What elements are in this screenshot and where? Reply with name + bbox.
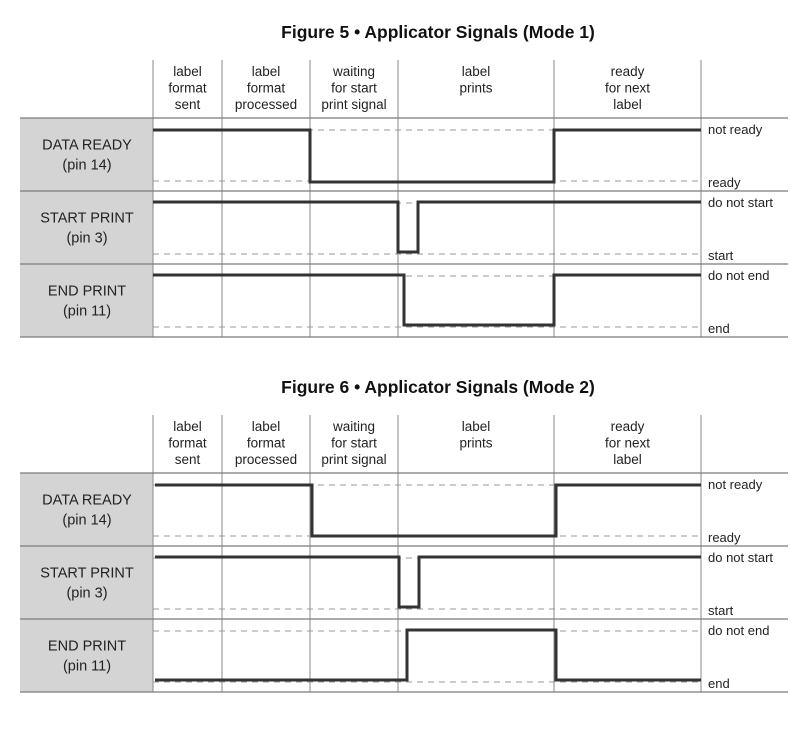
- phase-label-line: format: [168, 81, 207, 96]
- phase-label-line: waiting: [332, 419, 375, 434]
- signal-name-line: START PRINT: [40, 566, 134, 582]
- high-state-label: not ready: [708, 122, 763, 137]
- signal-name-band: [20, 118, 153, 191]
- phase-label-line: sent: [175, 452, 201, 467]
- phase-label-line: sent: [175, 97, 201, 112]
- figure-5: Figure 5 • Applicator Signals (Mode 1) la…: [20, 22, 788, 338]
- phase-label-line: prints: [459, 436, 492, 451]
- signal-name-line: (pin 11): [63, 304, 111, 320]
- signal-name-band: [20, 473, 153, 546]
- signal-name: DATA READY (pin 14): [42, 493, 132, 529]
- high-state-label: do not start: [708, 550, 773, 565]
- signal-row: DATA READY (pin 14) not ready ready: [20, 473, 763, 546]
- signal-row: START PRINT (pin 3) do not start start: [20, 546, 773, 619]
- signal-name: START PRINT (pin 3): [40, 566, 134, 602]
- signal-name: DATA READY (pin 14): [42, 138, 132, 174]
- signal-name-line: (pin 3): [66, 586, 107, 602]
- phase-label-line: for next: [605, 81, 650, 96]
- signal-name: START PRINT (pin 3): [40, 211, 134, 247]
- phase-label: label prints: [459, 64, 492, 96]
- high-state-label: not ready: [708, 477, 763, 492]
- phase-label-line: for next: [605, 436, 650, 451]
- signal-name-band: [20, 264, 153, 337]
- signal-name-line: DATA READY: [42, 138, 132, 154]
- signal-name-line: DATA READY: [42, 493, 132, 509]
- phase-label-line: format: [247, 81, 286, 96]
- low-state-label: end: [708, 321, 730, 336]
- phase-label-line: label: [462, 419, 491, 434]
- phase-label-line: print signal: [321, 97, 386, 112]
- signal-waveform: [155, 628, 701, 682]
- signal-name-line: END PRINT: [48, 284, 126, 300]
- high-state-label: do not start: [708, 195, 773, 210]
- high-state-label: do not end: [708, 268, 769, 283]
- signal-waveform: [155, 483, 701, 538]
- phase-label-line: label: [252, 64, 281, 79]
- signal-waveform: [153, 273, 701, 327]
- signal-name-line: END PRINT: [48, 639, 126, 655]
- signal-row: END PRINT (pin 11) do not end end: [20, 619, 769, 692]
- low-state-label: start: [708, 248, 734, 263]
- signal-name-line: (pin 3): [66, 231, 107, 247]
- signal-name-line: (pin 11): [63, 659, 111, 675]
- signal-name-line: (pin 14): [62, 158, 111, 174]
- signal-waveform: [153, 200, 701, 254]
- phase-label-line: prints: [459, 81, 492, 96]
- signal-name-band: [20, 619, 153, 692]
- phase-label-line: for start: [331, 436, 377, 451]
- phase-label-line: processed: [235, 97, 297, 112]
- signal-name-line: (pin 14): [62, 513, 111, 529]
- signal-waveform: [155, 555, 701, 609]
- signal-row: END PRINT (pin 11) do not end end: [20, 264, 769, 337]
- signal-waveform: [153, 128, 701, 184]
- phase-label-line: label: [173, 64, 202, 79]
- phase-label-line: format: [247, 436, 286, 451]
- phase-label-line: label: [173, 419, 202, 434]
- figure-title: Figure 5 • Applicator Signals (Mode 1): [281, 22, 595, 42]
- signal-name: END PRINT (pin 11): [48, 639, 126, 675]
- high-state-label: do not end: [708, 623, 769, 638]
- signal-name-band: [20, 191, 153, 264]
- phase-label-line: label: [462, 64, 491, 79]
- signal-name-band: [20, 546, 153, 619]
- phase-label-line: label: [613, 97, 642, 112]
- signal-name: END PRINT (pin 11): [48, 284, 126, 320]
- signal-row: START PRINT (pin 3) do not start start: [20, 191, 773, 264]
- low-state-label: ready: [708, 530, 741, 545]
- low-state-label: start: [708, 603, 734, 618]
- low-state-label: ready: [708, 175, 741, 190]
- figure-title: Figure 6 • Applicator Signals (Mode 2): [281, 377, 595, 397]
- phase-label-line: waiting: [332, 64, 375, 79]
- low-state-label: end: [708, 676, 730, 691]
- phase-label: label prints: [459, 419, 492, 451]
- phase-label-line: format: [168, 436, 207, 451]
- phase-label-line: label: [252, 419, 281, 434]
- figure-6: Figure 6 • Applicator Signals (Mode 2) la…: [20, 377, 788, 693]
- phase-label-line: for start: [331, 81, 377, 96]
- phase-label-line: label: [613, 452, 642, 467]
- signal-row: DATA READY (pin 14) not ready ready: [20, 118, 763, 191]
- phase-label-line: ready: [611, 419, 645, 434]
- phase-label-line: ready: [611, 64, 645, 79]
- phase-label-line: print signal: [321, 452, 386, 467]
- phase-label-line: processed: [235, 452, 297, 467]
- signal-name-line: START PRINT: [40, 211, 134, 227]
